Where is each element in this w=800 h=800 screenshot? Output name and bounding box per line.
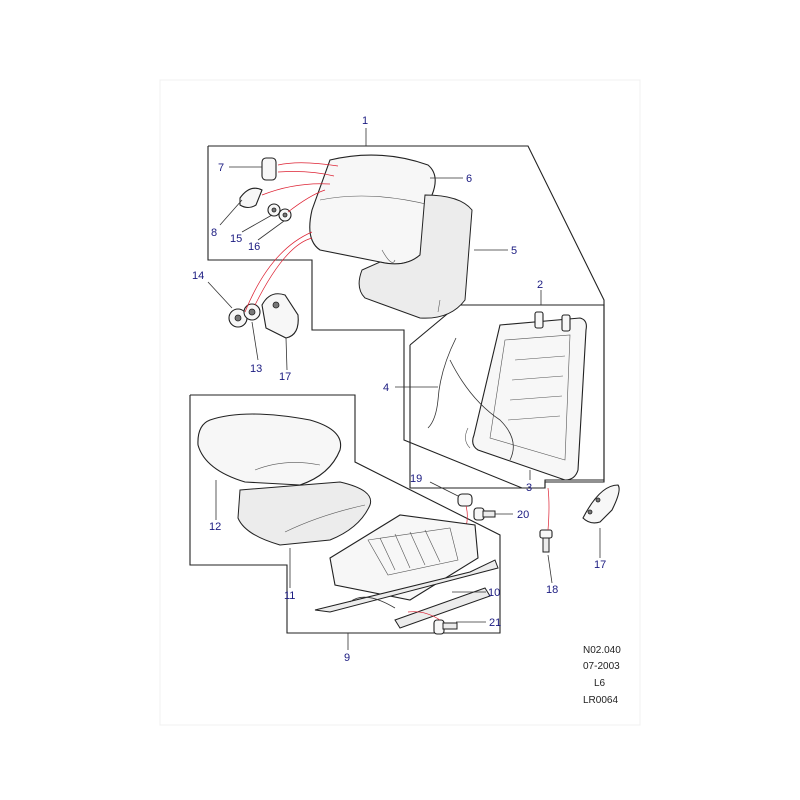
footer-date: 07-2003 (583, 661, 620, 672)
callout-1: 1 (362, 115, 368, 127)
callout-20: 20 (517, 509, 529, 521)
callout-2: 2 (537, 279, 543, 291)
callout-18: 18 (546, 584, 558, 596)
callout-17-left: 17 (279, 371, 291, 383)
backrest-cover (309, 154, 436, 265)
group-outline-base (189, 394, 501, 634)
callout-5: 5 (511, 245, 517, 257)
part-13-14-shapes (228, 303, 261, 328)
callout-16: 16 (248, 241, 260, 253)
part-17-left-shape (261, 293, 299, 339)
part-19-20-fasteners (457, 493, 496, 521)
callout-7: 7 (218, 162, 224, 174)
backrest-pad (358, 194, 473, 319)
part-15-16-shapes (267, 203, 292, 222)
callout-14: 14 (192, 270, 204, 282)
callout-15: 15 (230, 233, 242, 245)
callout-17-right: 17 (594, 559, 606, 571)
callout-21: 21 (489, 617, 501, 629)
callout-4: 4 (383, 382, 389, 394)
seat-cushion-pad (237, 481, 372, 546)
callout-13: 13 (250, 363, 262, 375)
callout-8: 8 (211, 227, 217, 239)
part-18-bolt (539, 529, 553, 553)
callout-6: 6 (466, 173, 472, 185)
seat-cushion-cover (197, 413, 342, 486)
footer-ref: N02.040 (583, 645, 621, 656)
callout-11: 11 (284, 590, 295, 602)
footer-model: L6 (594, 678, 606, 689)
attachment-lines-red (244, 162, 339, 313)
callout-12: 12 (209, 521, 221, 533)
part-21-bolt (433, 619, 458, 635)
group-outline-frame (409, 304, 605, 489)
leader-lines (207, 128, 601, 650)
footer-code: LR0064 (583, 695, 618, 706)
seat-base-frame (314, 514, 499, 629)
callout-10: 10 (488, 587, 500, 599)
part-17-right-shape (582, 484, 620, 524)
part-8-shape (239, 187, 263, 209)
part-7-shape (261, 157, 277, 181)
part-4-cable (427, 337, 457, 429)
callout-3: 3 (526, 482, 532, 494)
backrest-frame (465, 311, 587, 481)
callout-19: 19 (410, 473, 422, 485)
callout-9: 9 (344, 652, 350, 664)
